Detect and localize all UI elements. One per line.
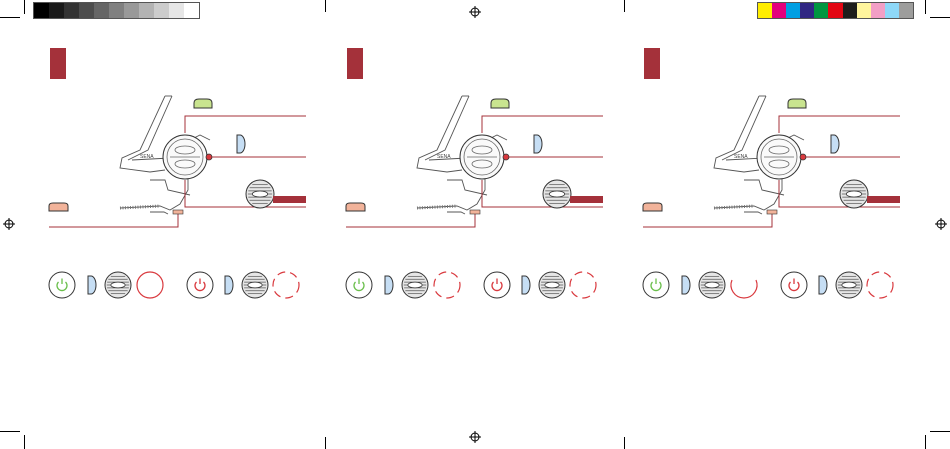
phone-button-icon — [385, 276, 393, 294]
section-marker — [347, 48, 363, 79]
section-marker — [644, 48, 660, 79]
jog-dial-icon — [539, 272, 565, 298]
device-illustration: SENA — [297, 0, 597, 449]
power-icon — [187, 272, 213, 298]
device-side-button — [800, 154, 806, 160]
power-icon — [781, 272, 807, 298]
phone-button-icon — [237, 135, 245, 153]
phone-button-icon — [682, 276, 690, 294]
led-indicator-icon — [434, 272, 460, 298]
device-illustration: SENA — [0, 0, 300, 449]
led-indicator-icon — [867, 272, 893, 298]
panel-1: SENA — [0, 0, 300, 449]
led-indicator-icon — [273, 272, 299, 298]
charging-port — [470, 210, 480, 214]
charging-led-icon — [346, 203, 365, 211]
svg-text:SENA: SENA — [140, 154, 154, 160]
phone-button-icon — [225, 276, 233, 294]
power-icon — [643, 272, 669, 298]
section-marker — [50, 48, 66, 79]
jog-dial-icon — [840, 180, 868, 208]
highlight-bar — [867, 196, 900, 203]
top-button-icon — [788, 99, 806, 108]
phone-button-icon — [522, 276, 530, 294]
phone-button-icon — [819, 276, 827, 294]
jog-dial-icon — [543, 180, 571, 208]
power-icon — [346, 272, 372, 298]
device-side-button — [206, 154, 212, 160]
jog-dial-icon — [105, 272, 131, 298]
registration-mark-right — [935, 218, 947, 230]
jog-dial-icon — [402, 272, 428, 298]
led-indicator-icon — [570, 272, 596, 298]
led-indicator-icon — [137, 272, 163, 298]
device-illustration: SENA — [594, 0, 894, 449]
top-button-icon — [194, 99, 212, 108]
charging-port — [767, 210, 777, 214]
jog-dial-icon — [246, 180, 274, 208]
top-button-icon — [491, 99, 509, 108]
svg-text:SENA: SENA — [734, 154, 748, 160]
jog-dial-icon — [699, 272, 725, 298]
panel-3: SENA — [594, 0, 894, 449]
power-icon — [49, 272, 75, 298]
phone-button-icon — [534, 135, 542, 153]
charging-led-icon — [643, 203, 662, 211]
charging-port — [173, 210, 183, 214]
charging-led-icon — [49, 203, 68, 211]
panel-2: SENA — [297, 0, 597, 449]
svg-text:SENA: SENA — [437, 154, 451, 160]
phone-button-icon — [88, 276, 96, 294]
led-indicator-icon — [731, 280, 757, 298]
jog-dial-icon — [242, 272, 268, 298]
device-side-button — [503, 154, 509, 160]
jog-dial-icon — [836, 272, 862, 298]
power-icon — [484, 272, 510, 298]
phone-button-icon — [831, 135, 839, 153]
